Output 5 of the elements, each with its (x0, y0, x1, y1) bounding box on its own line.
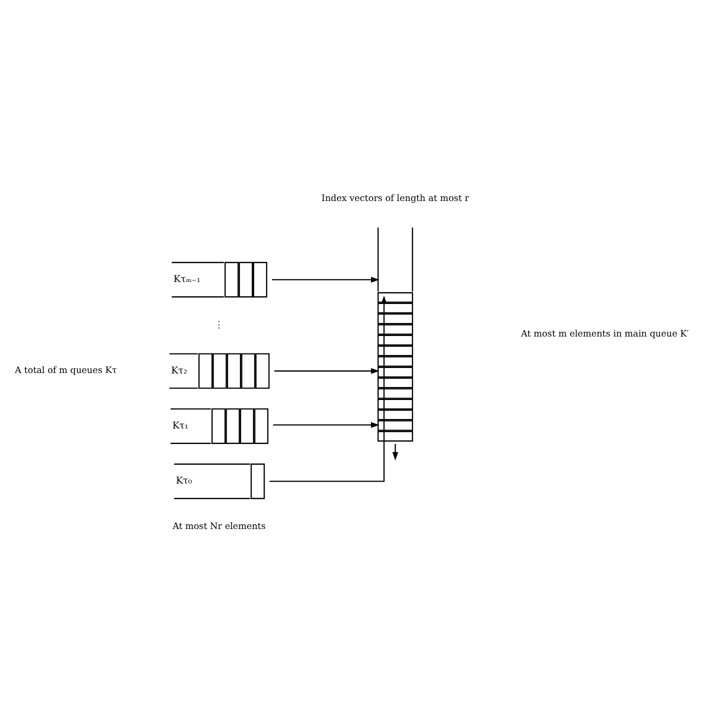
label: A total of m queues Kτ (14, 366, 117, 376)
label: At most m elements in main queue K′ (521, 329, 689, 340)
label: ⋮ (214, 320, 224, 330)
label: At most Nr elements (172, 522, 266, 532)
label: Index vectors of length at most r (322, 194, 469, 204)
